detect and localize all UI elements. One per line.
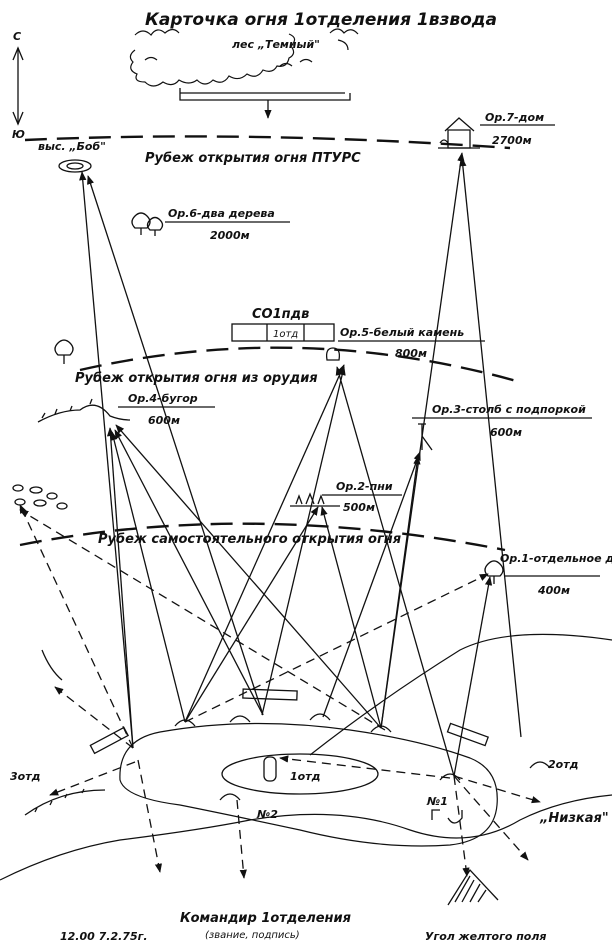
tree-icon [54,339,74,364]
single-tree-icon [484,560,504,584]
house-icon [438,117,480,149]
height-bob-icon [58,159,92,173]
stumps-icon [290,492,340,507]
forest-outline [129,28,359,87]
card-title: Карточка огня 1отделения 1взвода [145,10,497,30]
position1-trench [431,809,463,824]
terrain-contour [0,794,612,881]
or3-dist: 600м [490,426,522,439]
or7-name: Ор.7-дом [485,111,544,124]
stones-icon [12,484,68,510]
or4-dist: 600м [148,414,180,427]
or2-name: Ор.2-пни [336,480,393,493]
weapon-positions [41,649,551,801]
forest-label: лес „Темный" [232,38,320,51]
forest-edge-marker [179,88,351,101]
road-line [309,633,612,756]
observation-post-box [231,323,335,342]
gun-position-icon [263,756,277,782]
atgm-fire-line [24,135,511,150]
observation-post-label: СО1пдв [252,307,309,322]
squad3-label: 3отд [10,770,41,783]
hill-low-label: „Низкая" [539,811,609,826]
observation-dashed-lines [19,504,541,879]
field-corner-hatch [447,868,499,906]
terrain-outline [119,722,498,847]
mound-icon [37,398,131,423]
position2-label: №2 [256,808,278,821]
observation-post-box-label: 1отд [273,329,298,340]
signature-note: (звание, подпись) [205,930,300,941]
or6-dist: 2000м [210,229,250,242]
or3-name: Ор.3-столб с подпоркой [432,403,586,416]
height-bob-label: выс. „Боб" [38,140,106,153]
independent-fire-line [19,522,506,552]
independent-fire-line-label: Рубеж самостоятельного открытия огня [98,532,401,547]
equipment-boxes [89,688,489,755]
compass-north: С [13,30,21,43]
signature-title: Командир 1отделения [180,911,351,926]
or1-name: Ор.1-отдельное дерево [500,552,612,565]
atgm-fire-line-label: Рубеж открытия огня ПТУРС [145,151,361,166]
squad1-emplacement [221,753,379,795]
fire-sector-lines [79,152,522,777]
squad1-label: 1отд [290,770,321,783]
hill-3otd [24,788,106,816]
compass-icon [12,46,24,126]
squad2-label: 2отд [548,758,579,771]
or7-dist: 2700м [492,134,532,147]
field-corner-label: Угол желтого поля [425,930,546,943]
two-trees-icon [131,212,164,236]
or6-name: Ор.6-два дерева [168,207,275,220]
or5-name: Ор.5-белый камень [340,326,464,339]
white-stone-icon [325,347,341,361]
or1-dist: 400м [537,584,570,597]
or4-name: Ор.4-бугор [128,392,198,405]
date-label: 12.00 7.2.75г. [60,930,148,943]
gun-fire-line-label: Рубеж открытия огня из орудия [75,371,318,386]
position1-label: №1 [426,795,448,808]
or2-dist: 500м [343,501,375,514]
compass-south: Ю [12,128,25,141]
